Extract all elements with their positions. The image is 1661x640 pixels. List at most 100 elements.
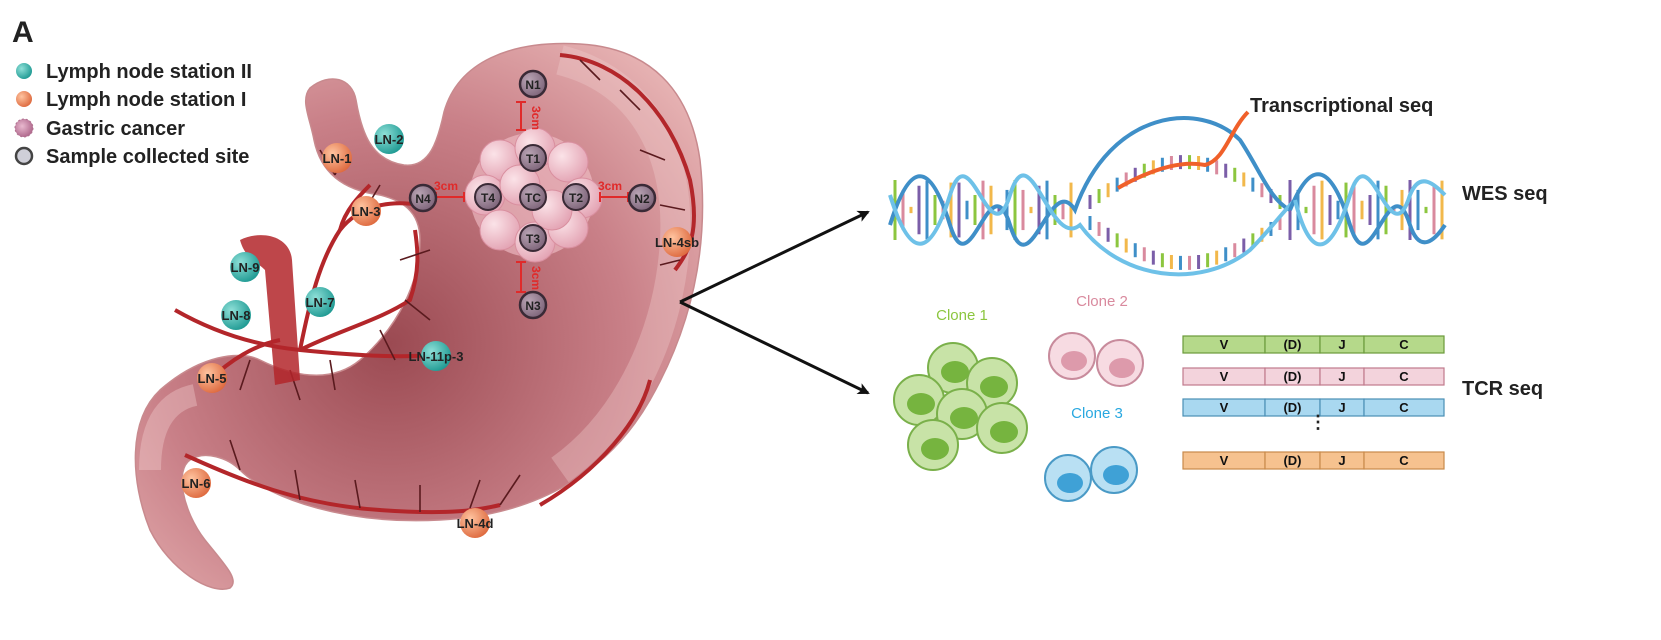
stomach-body	[134, 42, 704, 590]
dna-strand-upper	[888, 116, 1292, 247]
sample-sites: N1 N2 N3 N4 T1 T2 T3 T4 TC	[408, 69, 657, 320]
t-cell-nucleus	[1057, 473, 1083, 493]
t-cell-nucleus	[1061, 351, 1087, 371]
legend-label-station-i: Lymph node station I	[46, 89, 246, 111]
lymph-node-ln9-label: LN-9	[231, 260, 260, 275]
lymph-node-ln7	[305, 287, 335, 317]
lymph-node-ln3-label: LN-3	[352, 204, 381, 219]
t-cell-nucleus	[990, 421, 1018, 443]
lymph-node-ln7-label: LN-7	[306, 295, 335, 310]
stomach-illustration	[134, 42, 704, 590]
tcr-segment	[1363, 451, 1445, 470]
distance-label-left: 3cm	[434, 179, 458, 193]
sample-site-n4	[408, 183, 438, 213]
arrow-to-dna	[679, 210, 870, 304]
clone-3-cells	[1044, 446, 1138, 502]
lymph-node-ln2	[374, 124, 404, 154]
lymph-node-ln4sb	[662, 227, 692, 257]
legend-marker-station-i	[16, 91, 32, 107]
sample-site-t3	[519, 224, 547, 252]
dna-strand-upper-right	[1288, 172, 1447, 246]
tcr-segment-label: V	[1220, 453, 1229, 468]
clone-1-cells	[893, 342, 1028, 471]
t-cell-nucleus	[941, 361, 969, 383]
legend-label-gastric-cancer: Gastric cancer	[46, 118, 185, 140]
t-cell-nucleus	[1109, 358, 1135, 378]
distance-label-top: 3cm	[529, 106, 543, 130]
t-cell-nucleus	[921, 438, 949, 460]
lymph-node-ln6-label: LN-6	[182, 476, 211, 491]
t-cell-nucleus	[907, 393, 935, 415]
tcr-segment-label: C	[1399, 400, 1409, 415]
tcr-segment	[1363, 367, 1445, 386]
lymph-node-ln1	[322, 143, 352, 173]
lymph-node-ln1-label: LN-1	[323, 151, 352, 166]
legend-marker-sample-site	[14, 146, 34, 166]
lymph-node-ln2-label: LN-2	[375, 132, 404, 147]
tcr-segment-label: (D)	[1283, 369, 1301, 384]
legend-marker-station-ii	[16, 63, 32, 79]
lymph-node-ln4d-label: LN-4d	[457, 516, 494, 531]
sample-site-n4-label: N4	[415, 192, 431, 206]
dna-strand-lower	[888, 173, 1297, 277]
panel-label: A	[12, 16, 34, 49]
legend-marker-gastric-cancer	[14, 118, 34, 138]
lymph-node-ln11p3-label: LN-11p-3	[409, 349, 464, 364]
t-cell-nucleus	[1103, 465, 1129, 485]
sample-site-t1-label: T1	[526, 152, 540, 166]
sample-site-t1	[519, 144, 547, 172]
lymph-node-ln8	[221, 300, 251, 330]
duodenum-highlight	[139, 384, 198, 471]
sample-site-t3-label: T3	[526, 232, 540, 246]
tcr-segment-label: C	[1399, 337, 1409, 352]
clone-3-label: Clone 3	[1071, 405, 1123, 422]
distance-label-right: 3cm	[598, 179, 622, 193]
tcr-segment-label: J	[1338, 337, 1345, 352]
lymph-node-ln8-label: LN-8	[222, 308, 251, 323]
arrows	[679, 210, 870, 395]
lymph-node-ln4sb-label: LN-4sb	[655, 235, 699, 250]
tcr-ellipsis: ⋮	[1309, 412, 1327, 432]
sample-site-n3	[518, 290, 548, 320]
t-cell-nucleus	[950, 407, 978, 429]
lymph-node-ln5	[197, 363, 227, 393]
lymph-nodes: LN-2 LN-1 LN-3 LN-9 LN-7 LN-8 LN-11p-3 L…	[181, 124, 699, 538]
sample-site-t4	[474, 183, 502, 211]
t-cell-nucleus	[980, 376, 1008, 398]
dna-strand-lower-right	[1293, 174, 1447, 247]
rna-transcript	[1117, 110, 1250, 190]
tcr-segment-label: C	[1399, 453, 1409, 468]
sample-site-t2	[562, 183, 590, 211]
lymph-node-ln4d	[460, 508, 490, 538]
tcr-segment-label: V	[1220, 337, 1229, 352]
tcr-segment	[1363, 335, 1445, 354]
sample-site-n1	[518, 69, 548, 99]
lymph-node-ln3	[351, 196, 381, 226]
sample-site-t4-label: T4	[481, 191, 495, 205]
tumor-cell	[547, 141, 589, 183]
wes-seq-label: WES seq	[1462, 183, 1548, 205]
dna-illustration	[888, 110, 1447, 277]
tcr-segment-label: (D)	[1283, 400, 1301, 415]
sample-site-tc-label: TC	[525, 191, 541, 205]
tcr-segment-label: V	[1220, 369, 1229, 384]
sample-site-tc	[519, 183, 547, 211]
sample-site-n1-label: N1	[525, 78, 541, 92]
dna-rungs	[893, 155, 1444, 270]
sample-site-t2-label: T2	[569, 191, 583, 205]
tcr-segment-label: C	[1399, 369, 1409, 384]
tcr-segment-label: J	[1338, 453, 1345, 468]
sample-site-n2	[627, 183, 657, 213]
tcr-segment-label: V	[1220, 400, 1229, 415]
tcr-segment-label: (D)	[1283, 453, 1301, 468]
spleen-vessel	[240, 235, 300, 385]
tumor-cell	[479, 209, 521, 251]
tcr-segment	[1363, 398, 1445, 417]
tcr-segment-label: J	[1338, 400, 1345, 415]
clone-2-label: Clone 2	[1076, 293, 1128, 310]
tcr-segment-label: (D)	[1283, 337, 1301, 352]
legend-label-station-ii: Lymph node station II	[46, 61, 252, 83]
lymph-node-ln6	[181, 468, 211, 498]
